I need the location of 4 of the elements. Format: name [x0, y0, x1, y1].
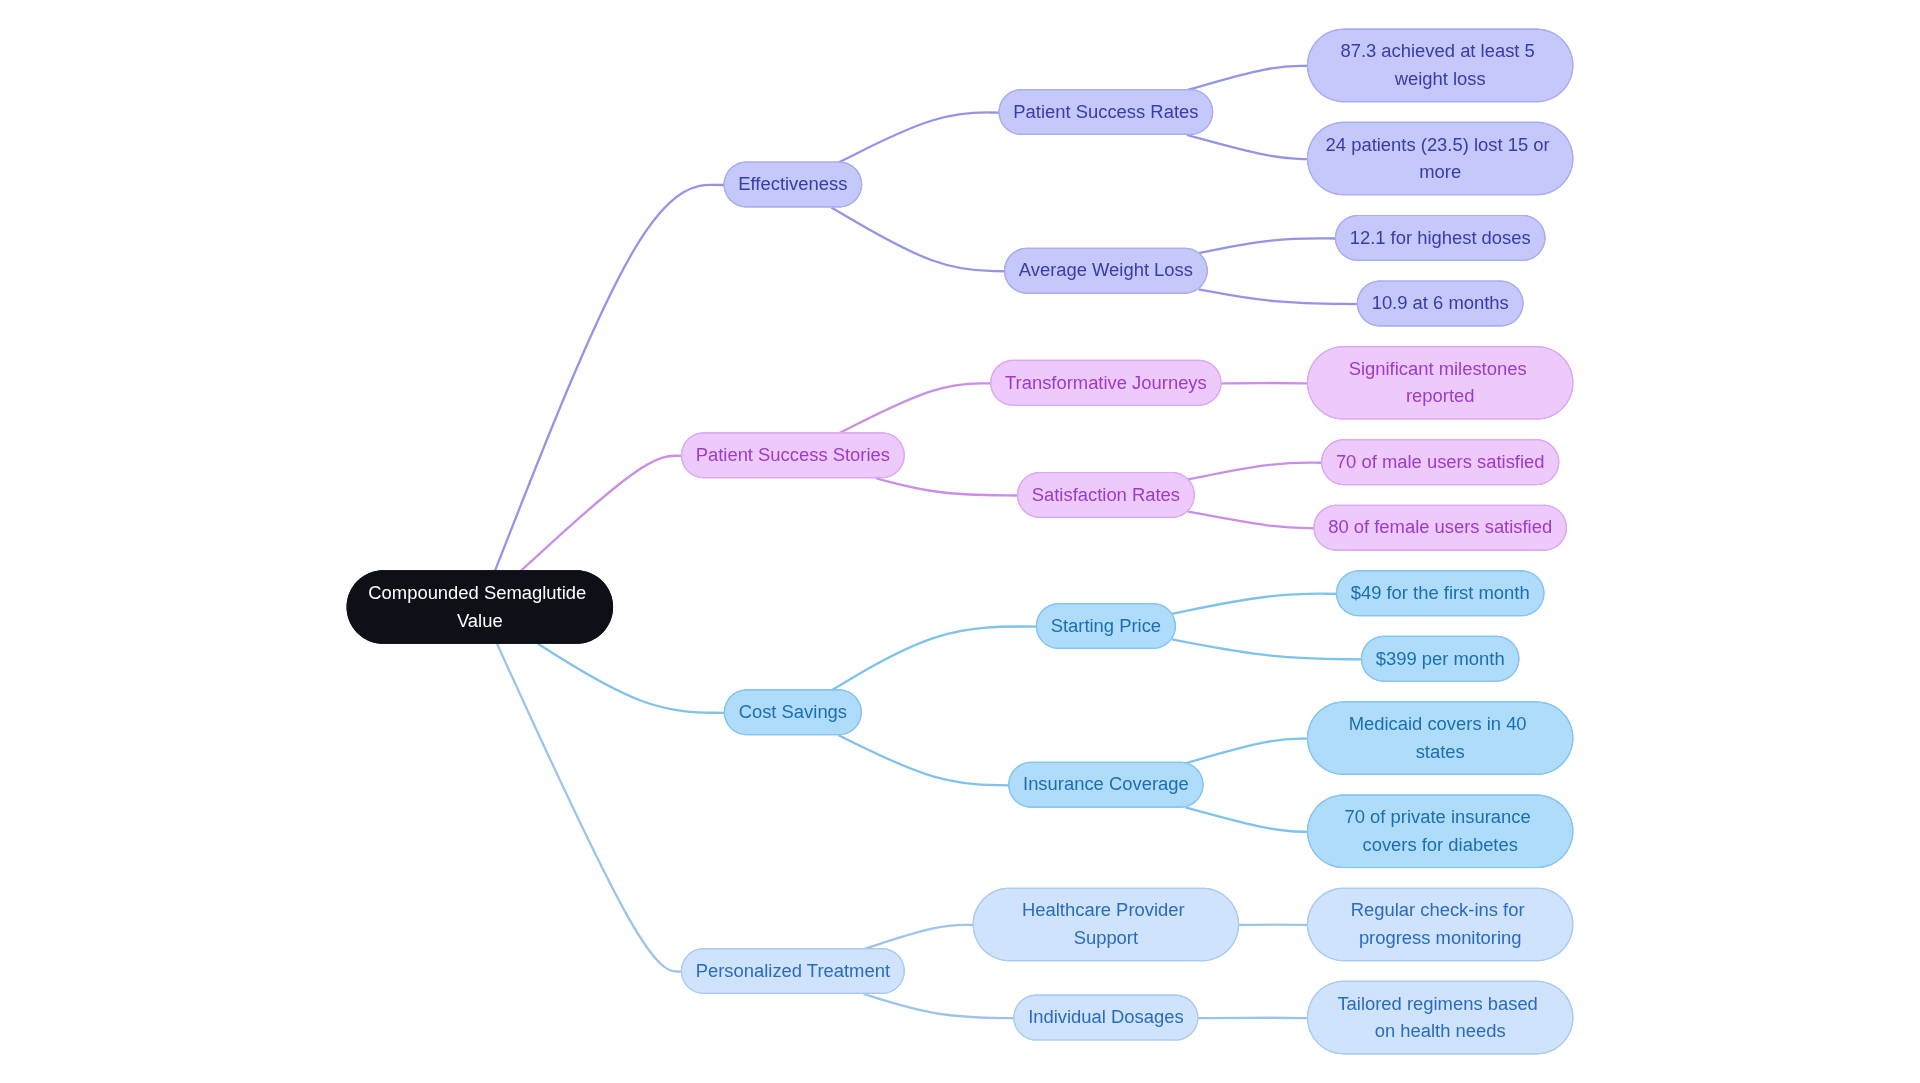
- connector: [537, 642, 725, 714]
- connector: [838, 111, 1000, 164]
- connector: [1198, 288, 1358, 306]
- connector: [493, 183, 725, 572]
